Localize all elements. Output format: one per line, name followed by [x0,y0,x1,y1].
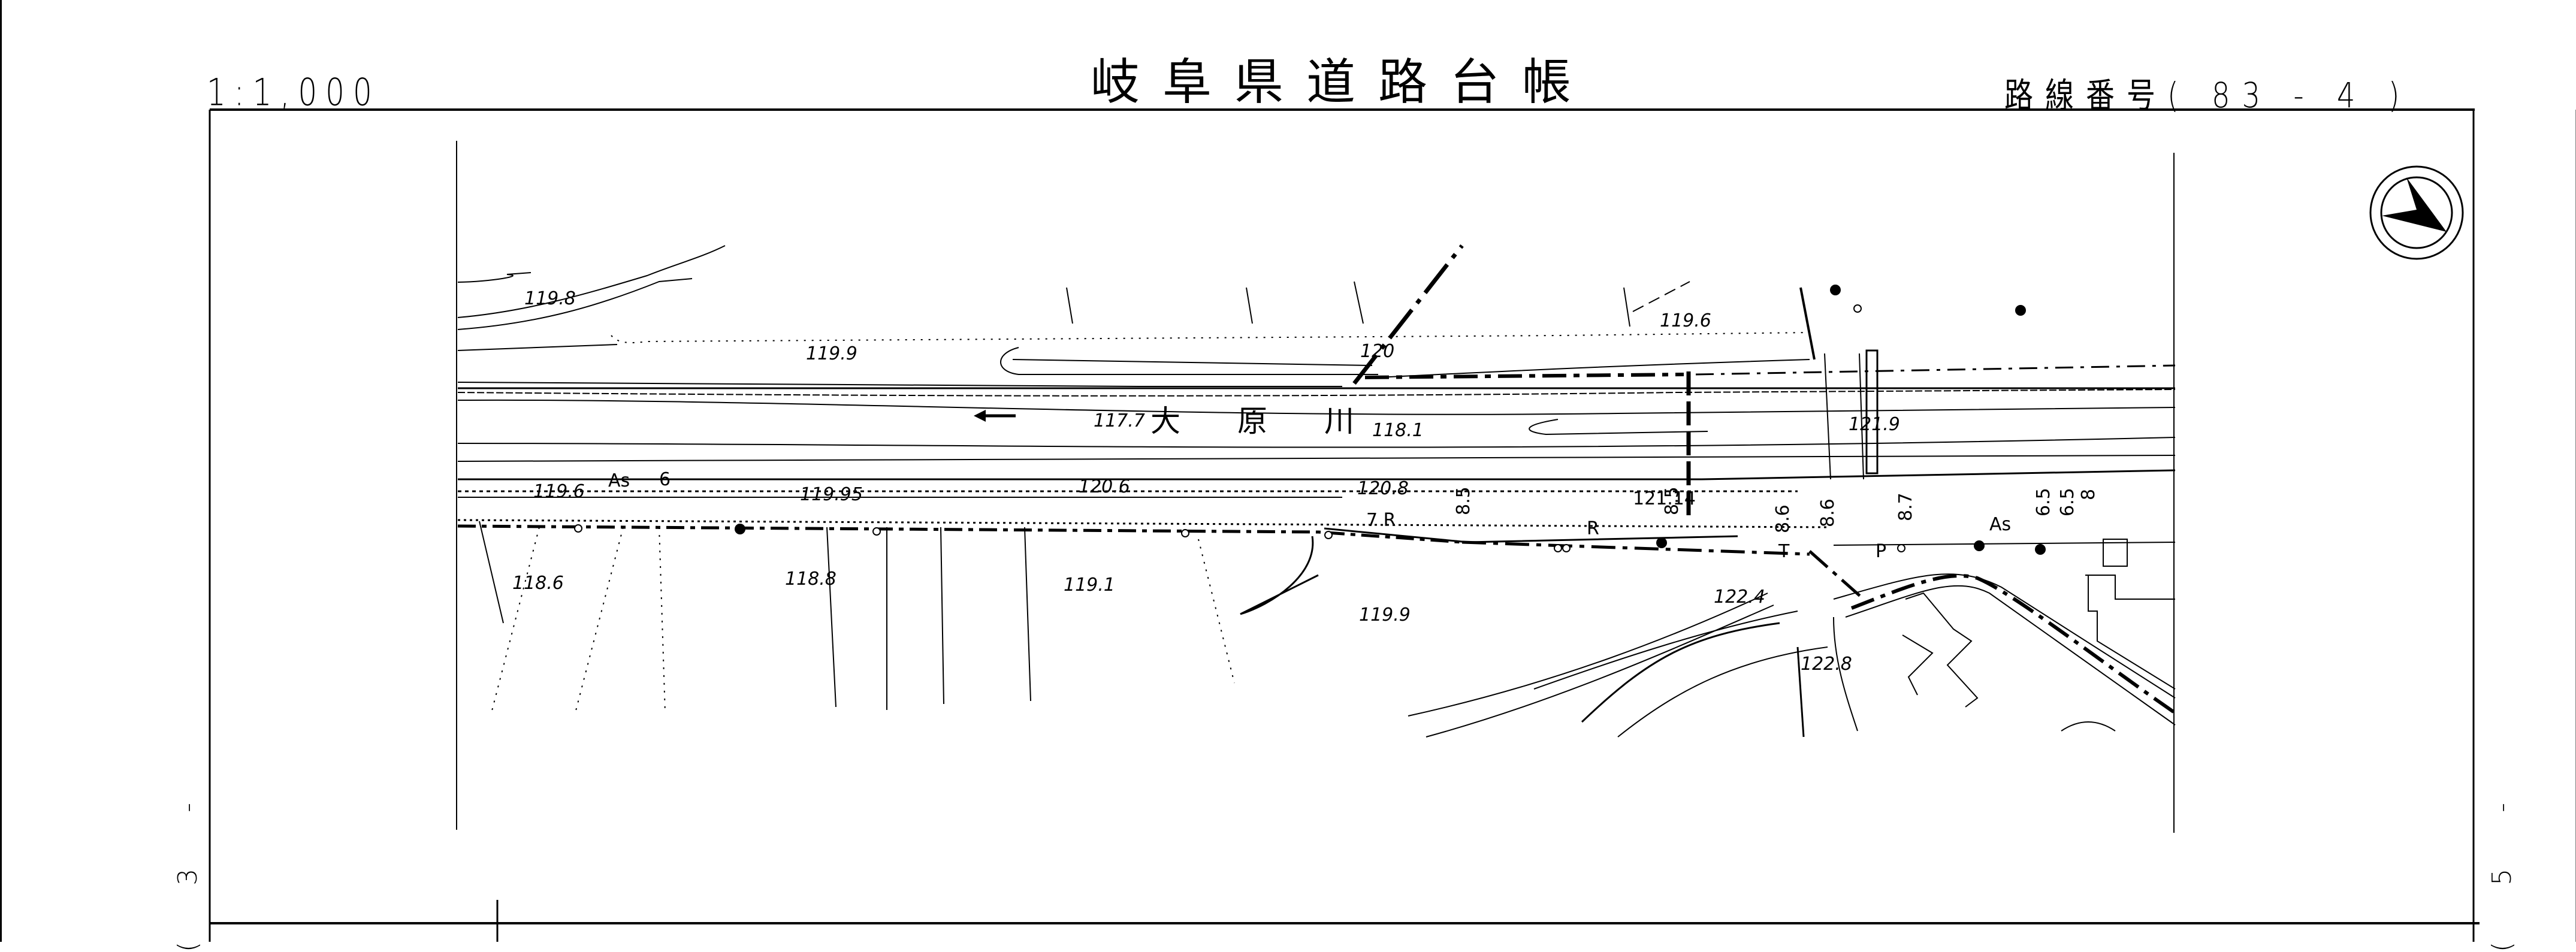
elevation-label: 119.9 [806,343,857,364]
pole-open-icon [1324,531,1333,539]
annotation-label: R [1587,518,1599,539]
pole-icon [2015,305,2026,316]
north-arrow-icon [2369,165,2464,260]
elevation-label: 122.8 [1801,654,1852,675]
pole-icon [1830,285,1841,295]
elevation-label: 118.6 [512,573,564,594]
annotation-label: T [1778,541,1790,562]
elevation-label: 117.7 [1094,410,1145,431]
pole-open-icon [872,527,881,536]
elevation-label: 119.1 [1064,575,1115,596]
elevation-label: 122.4 [1714,587,1765,608]
width-label: 8 [2078,489,2099,500]
elevation-label: 121.9 [1849,414,1900,435]
pole-icon [1656,537,1667,548]
pole-open-icon [1554,544,1562,552]
river-channel [457,349,2176,521]
elevation-label: 120.8 [1357,478,1409,499]
elevation-label: 118.1 [1372,420,1424,441]
map-frame [209,108,2576,942]
elevation-label: 120 [1360,341,1394,362]
upper-terrain [457,244,1816,387]
surface-label: As [1989,514,2011,535]
utility-poles [574,285,2046,555]
surface-label: As [608,470,630,491]
flow-arrow-west-icon [974,410,1016,422]
elevation-label: 118.8 [785,569,836,590]
width-label: 8.7 [1895,492,1916,521]
pole-open-icon [1562,544,1571,552]
width-label: 8.5 [1453,486,1474,515]
river-name: 大原川 [1150,404,1411,439]
width-label: 6.5 [2057,488,2078,516]
width-label: 6.5 [2033,488,2054,516]
elevation-label: 119.6 [1660,310,1711,331]
pole-icon [735,524,745,534]
width-label: 8.6 [1772,504,1793,533]
pole-open-icon [574,524,582,533]
elevation-label: 119.8 [524,288,576,309]
page-title: 岐阜県道路台帳 [1091,54,1594,111]
elevation-label: 120.6 [1079,476,1130,497]
pole-open-icon [1181,529,1189,537]
pole-icon [1974,540,1985,551]
elevation-label: 119.6 [533,481,585,502]
elevation-label: 119.95 [800,484,863,505]
annotation-label: 7 R [1366,510,1396,531]
elevation-label: 121.14 [1633,488,1696,509]
map-scale: 1:1,000 [207,71,380,114]
pole-icon [2035,544,2046,555]
width-label: 8.6 [1817,498,1838,527]
pole-open-icon [1853,304,1862,313]
pole-open-icon [1897,544,1905,552]
elevation-label: 119.9 [1359,605,1411,625]
page-edge [0,0,2,942]
annotation-label: P [1876,541,1886,562]
road [457,497,2176,726]
map-labels: 119.8 119.9 120 119.6 117.7 大原川 118.1 12… [512,288,2099,675]
width-label: 6 [659,469,671,490]
lower-terrain [479,521,2176,738]
width-label: 8.5 [1662,486,1683,515]
